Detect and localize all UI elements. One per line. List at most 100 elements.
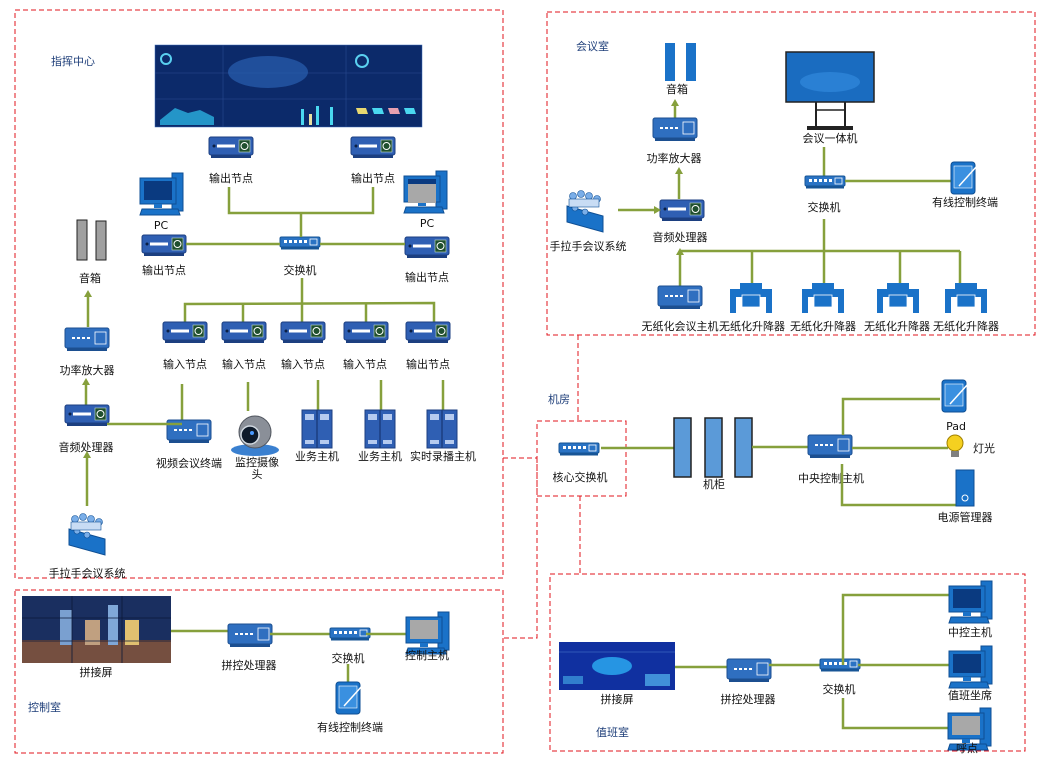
output-node-left-icon xyxy=(141,234,187,257)
command-switch-icon xyxy=(279,236,321,250)
arrow-to-speaker xyxy=(84,290,92,297)
label-duty-switch: 交换机 xyxy=(823,682,856,696)
label-pc-left: PC xyxy=(154,219,169,232)
meeting-all-in-one-display-icon xyxy=(785,51,875,130)
output-node-top-left-icon xyxy=(208,136,254,159)
label-control-video-wall: 拼接屏 xyxy=(80,665,113,679)
command-audio-processor-icon xyxy=(64,404,110,427)
core-switch-icon xyxy=(558,442,600,456)
duty-seat-pc-icon xyxy=(948,645,993,689)
zone-control-room xyxy=(14,589,504,754)
label-command-switch: 交换机 xyxy=(284,263,317,277)
label-business-host-2: 业务主机 xyxy=(358,449,402,463)
label-lifter-4: 无纸化升降器 xyxy=(933,319,999,333)
label-control-splicing-processor: 拼控处理器 xyxy=(222,658,277,672)
zone-label-meeting-room: 会议室 xyxy=(576,39,609,53)
label-meeting-wired-terminal: 有线控制终端 xyxy=(932,195,998,209)
label-command-amplifier: 功率放大器 xyxy=(60,363,115,377)
label-duty-central-host: 中控主机 xyxy=(948,625,992,639)
link-switch-central-host xyxy=(841,593,951,665)
surveillance-camera-icon xyxy=(231,415,279,456)
label-output-node-top-right: 输出节点 xyxy=(351,171,395,185)
command-conference-system-icon xyxy=(68,513,106,556)
label-central-host: 中央控制主机 xyxy=(798,471,864,485)
arrow-to-meeting-speaker xyxy=(671,99,679,106)
input-node-2-icon xyxy=(221,321,267,344)
label-call-point: 呼点 xyxy=(956,742,978,755)
meeting-wired-terminal-icon xyxy=(950,161,978,195)
label-lifter-1: 无纸化升降器 xyxy=(719,319,785,333)
label-lifter-2: 无纸化升降器 xyxy=(790,319,856,333)
link-central-host-pad xyxy=(841,397,940,435)
label-paperless-host: 无纸化会议主机 xyxy=(642,319,719,333)
meeting-conference-system-icon xyxy=(566,190,604,233)
zone-label-machine-room: 机房 xyxy=(548,392,570,406)
central-control-host-icon xyxy=(807,434,853,459)
duty-splicing-processor-icon xyxy=(726,658,772,683)
duty-video-wall xyxy=(559,642,675,690)
zone-meeting-room xyxy=(546,11,1036,336)
control-video-wall xyxy=(22,596,171,663)
meeting-amplifier-icon xyxy=(652,117,698,142)
arrow-to-meeting-amplifier xyxy=(675,167,683,174)
duty-central-host-pc-icon xyxy=(948,580,993,624)
command-speaker-icon xyxy=(76,219,107,261)
input-node-4-icon xyxy=(343,321,389,344)
label-camera-line1: 监控摄像 xyxy=(235,455,279,469)
label-control-switch: 交换机 xyxy=(332,651,365,665)
output-node-right-icon xyxy=(404,236,450,259)
label-camera-line2: 头 xyxy=(252,468,263,481)
lifter-3-icon xyxy=(876,282,920,314)
zone-label-duty-room: 值班室 xyxy=(596,725,629,739)
label-cabinet: 机柜 xyxy=(703,477,725,491)
label-power-manager: 电源管理器 xyxy=(938,510,993,524)
control-switch-icon xyxy=(329,627,371,641)
lifter-2-icon xyxy=(801,282,845,314)
call-point-pc-icon xyxy=(947,707,992,751)
zone-label-command-center: 指挥中心 xyxy=(51,54,95,68)
label-pc-right: PC xyxy=(420,217,435,230)
recording-host-icon xyxy=(426,409,458,449)
meeting-speaker-icon xyxy=(665,43,696,81)
meeting-audio-processor-icon xyxy=(659,199,705,222)
lifter-1-icon xyxy=(729,282,773,314)
label-output-node-top-left: 输出节点 xyxy=(209,171,253,185)
arrow-to-amplifier xyxy=(82,378,90,385)
link-central-host-power xyxy=(840,464,957,507)
label-output-node-left: 输出节点 xyxy=(142,263,186,277)
output-node-top-right-icon xyxy=(350,136,396,159)
label-control-wired-terminal: 有线控制终端 xyxy=(317,720,383,734)
control-splicing-processor-icon xyxy=(227,623,273,648)
connector-core-to-control xyxy=(503,458,538,639)
control-wired-terminal-icon xyxy=(335,681,363,715)
label-control-host: 控制主机 xyxy=(405,648,449,662)
cabinet-icon xyxy=(673,417,753,478)
label-meeting-speaker: 音箱 xyxy=(666,82,688,96)
label-duty-video-wall: 拼接屏 xyxy=(601,692,634,706)
label-video-terminal: 视频会议终端 xyxy=(156,456,222,470)
label-command-audio-processor: 音频处理器 xyxy=(59,440,114,454)
label-meeting-switch: 交换机 xyxy=(808,200,841,214)
label-output-node-right: 输出节点 xyxy=(405,270,449,284)
zone-command-center xyxy=(14,9,504,579)
label-node-4: 输入节点 xyxy=(343,357,387,371)
arrow-to-meeting-processor xyxy=(654,206,661,214)
power-manager-icon xyxy=(955,469,975,507)
label-business-host-1: 业务主机 xyxy=(295,449,339,463)
label-all-in-one: 会议一体机 xyxy=(803,131,858,145)
link-switch-call-point xyxy=(841,698,951,730)
zone-label-control-room: 控制室 xyxy=(28,700,61,714)
label-node-2: 输入节点 xyxy=(222,357,266,371)
link-node-bus xyxy=(183,301,436,322)
command-amplifier-icon xyxy=(64,327,110,352)
label-light: 灯光 xyxy=(973,441,995,455)
input-node-1-icon xyxy=(162,321,208,344)
label-node-1: 输入节点 xyxy=(163,357,207,371)
label-meeting-amplifier: 功率放大器 xyxy=(647,151,702,165)
label-duty-splicing-processor: 拼控处理器 xyxy=(721,692,776,706)
label-core-switch: 核心交换机 xyxy=(553,470,608,484)
input-node-3-icon xyxy=(280,321,326,344)
label-recording-host: 实时录播主机 xyxy=(410,449,476,463)
label-duty-seat: 值班坐席 xyxy=(948,688,992,702)
